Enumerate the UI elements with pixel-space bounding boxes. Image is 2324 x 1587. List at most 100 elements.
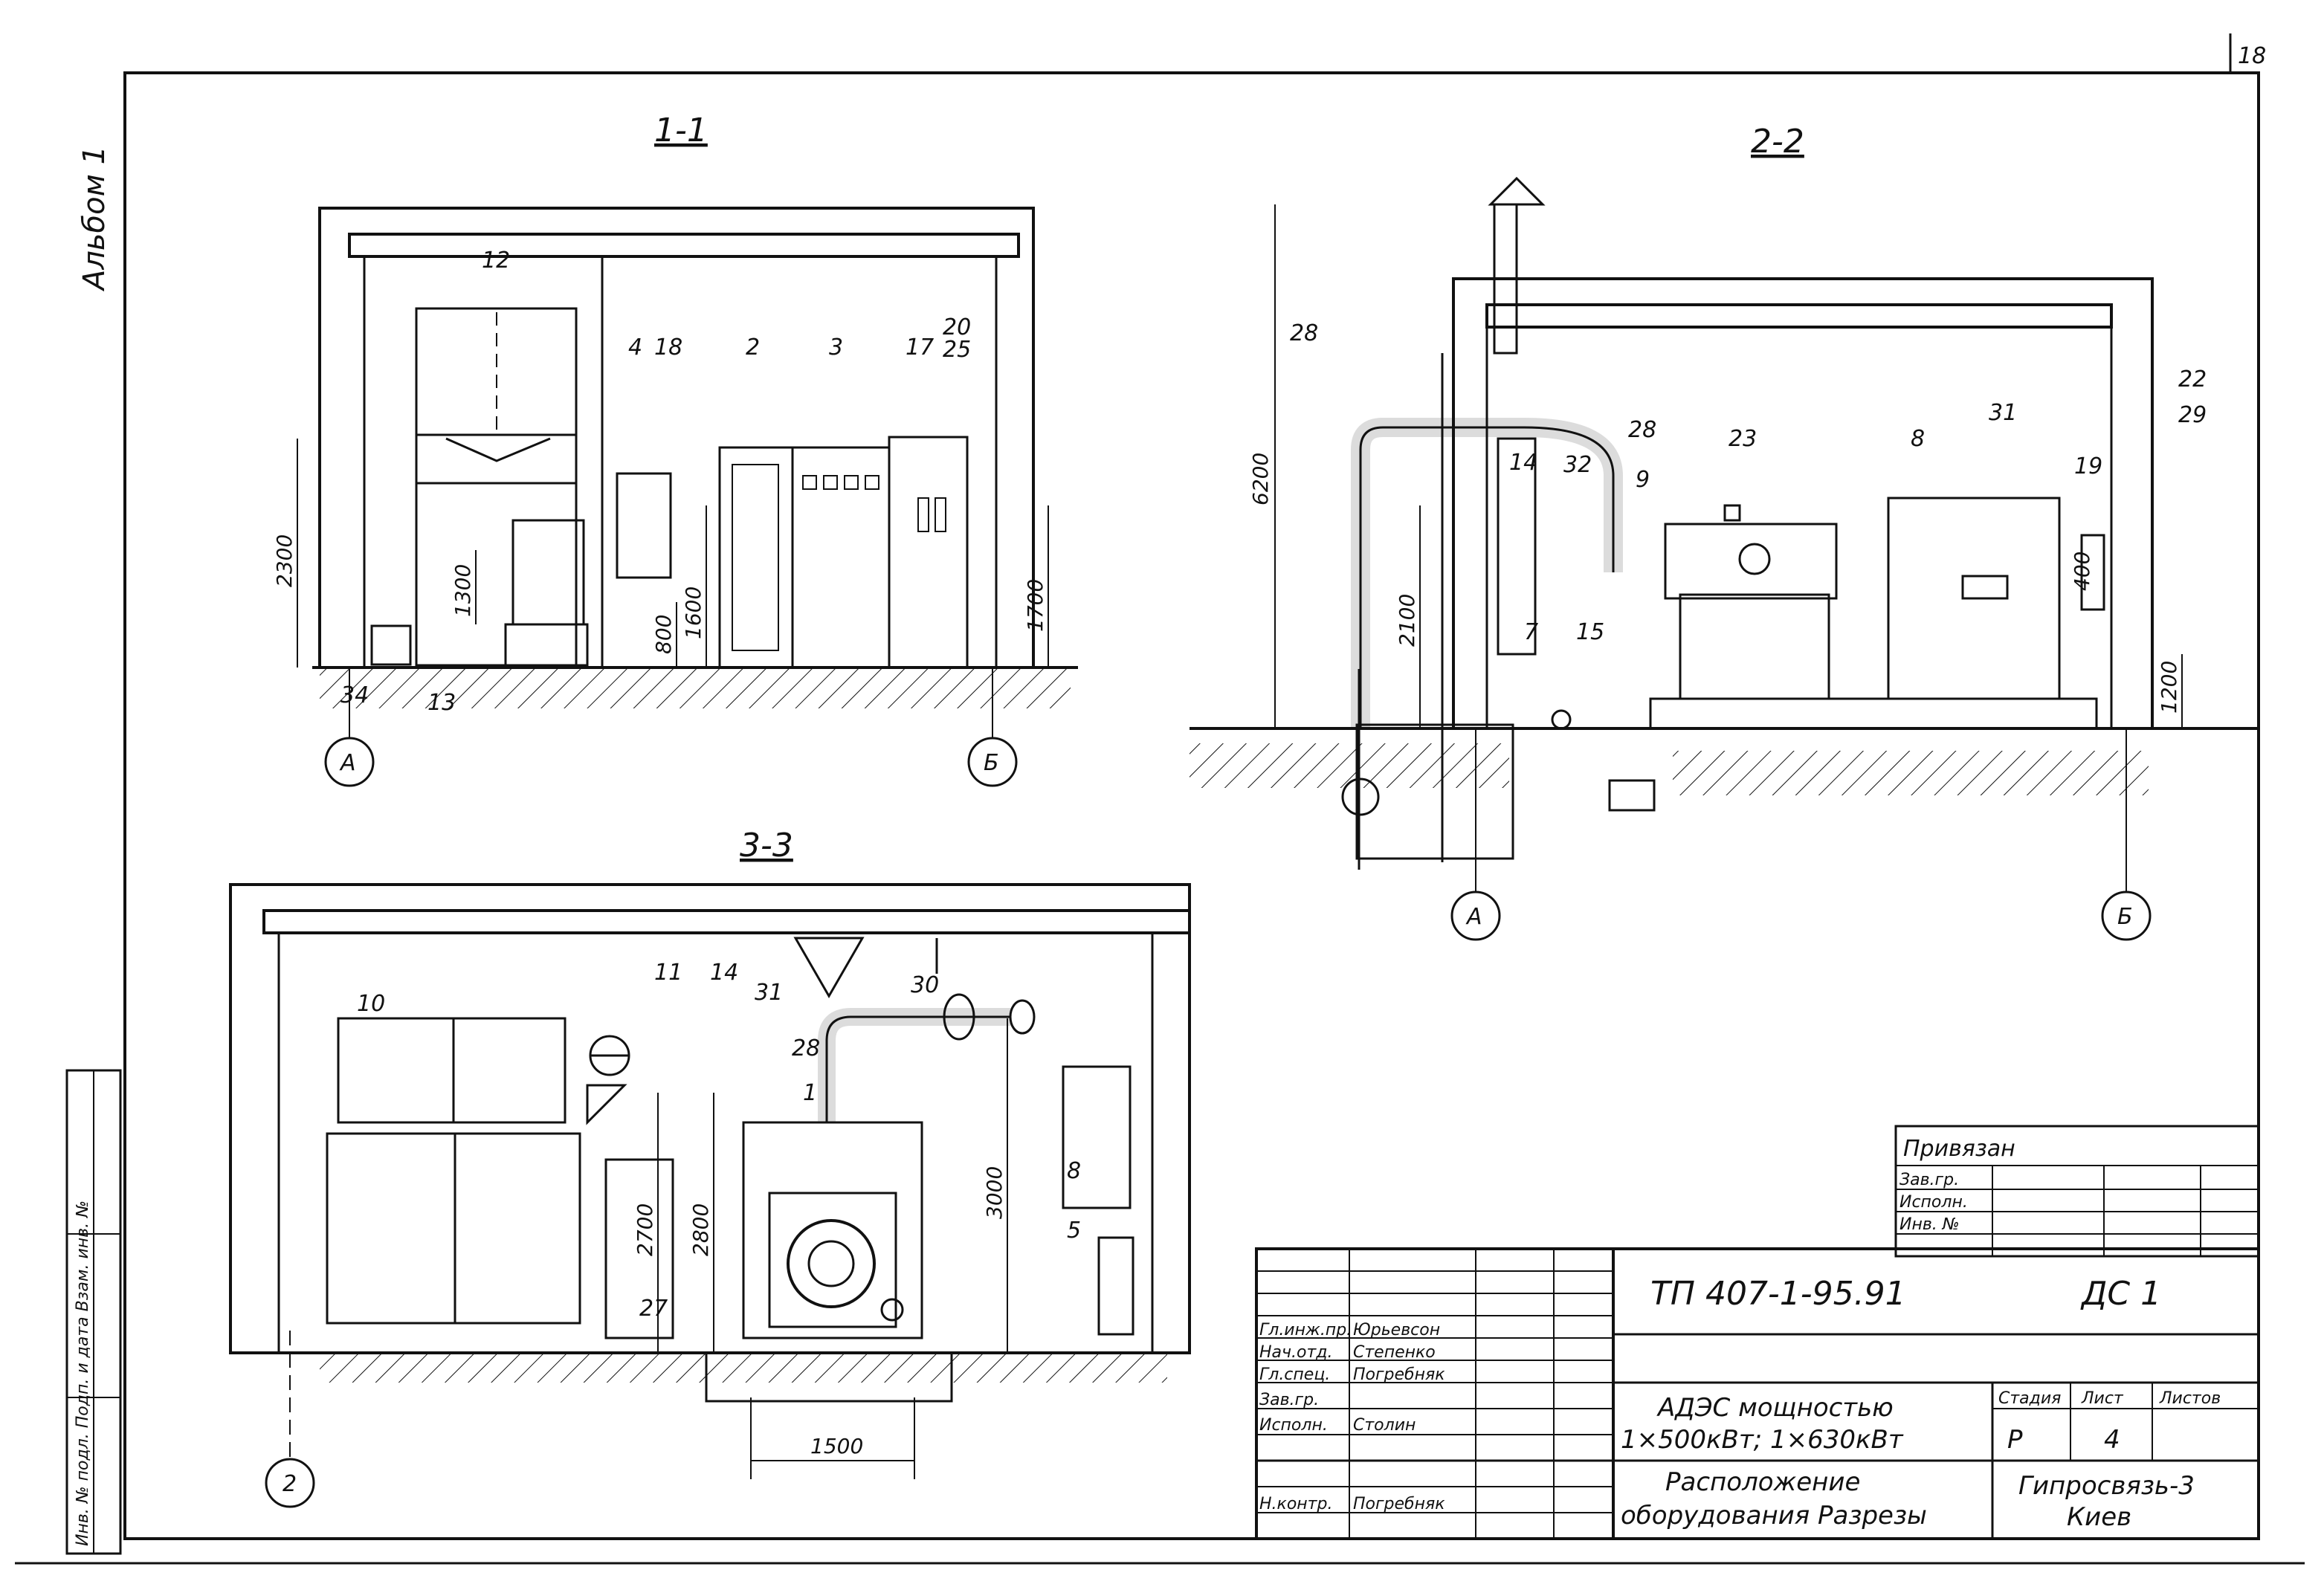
control-panel-3 <box>791 446 891 669</box>
sheet-frame <box>15 33 2305 1565</box>
control-panel-2 <box>718 446 794 669</box>
small-row-label: Исполн. <box>1899 1193 1968 1212</box>
dimension: 800 <box>651 615 676 654</box>
callout: 5 <box>1067 1218 1081 1244</box>
person-name: Погребняк <box>1353 1495 1445 1513</box>
document-mark: ДС 1 <box>2080 1275 2161 1313</box>
left-stamp: Инв. № подл. Подп. и дата Взам. инв. № <box>65 1069 122 1555</box>
dimension: 2100 <box>1395 594 1419 647</box>
callout: 8 <box>1911 426 1925 452</box>
header-stage: Стадия <box>1998 1389 2061 1408</box>
axis-b-1-1: Б <box>984 750 999 776</box>
person-name: Столин <box>1353 1416 1416 1435</box>
album-label: Альбом 1 <box>77 146 112 292</box>
role-label: Гл.спец. <box>1259 1365 1330 1384</box>
person-name: Юрьевсон <box>1353 1321 1440 1339</box>
organization-name: Гипросвязь-3 <box>2018 1471 2195 1501</box>
callout: 8 <box>1067 1158 1081 1184</box>
person-name: Погребняк <box>1353 1365 1445 1384</box>
callout: 14 <box>710 960 738 986</box>
callout: 10 <box>357 991 385 1017</box>
callout: 29 <box>2178 402 2207 428</box>
dimension: 1200 <box>2157 661 2181 714</box>
object-title-2: 1×500кВт; 1×630кВт <box>1621 1425 1904 1455</box>
person-name: Степенко <box>1353 1343 1436 1362</box>
callout: 18 <box>654 334 682 361</box>
dimension: 2700 <box>633 1203 657 1256</box>
callout: 4 <box>628 334 642 361</box>
section-2-2: 2-2 <box>1190 123 2260 941</box>
document-code: ТП 407-1-95.91 <box>1650 1275 1906 1313</box>
sheet-title-2: оборудования Разрезы <box>1621 1501 1927 1531</box>
role-label: Гл.инж.пр. <box>1259 1321 1352 1339</box>
callout: 20 <box>943 314 971 340</box>
header-sheets: Листов <box>2159 1389 2221 1408</box>
dimension: 3000 <box>982 1166 1007 1219</box>
dimension: 1600 <box>681 586 706 639</box>
left-stamp-text: Инв. № подл. Подп. и дата Взам. инв. № <box>74 1200 92 1546</box>
radiator-louver-10 <box>326 1017 581 1325</box>
axis-a-2-2: А <box>1465 904 1482 930</box>
object-title-1: АДЭС мощностью <box>1656 1393 1894 1423</box>
callout: 2 <box>746 334 760 361</box>
axis-b-2-2: Б <box>2117 904 2133 930</box>
callout: 15 <box>1576 619 1604 645</box>
role-label: Н.контр. <box>1259 1495 1332 1513</box>
privyazan-label: Привязан <box>1903 1136 2015 1162</box>
callout: 34 <box>340 682 369 708</box>
callout: 30 <box>911 972 939 998</box>
organization-city: Киев <box>2067 1502 2131 1532</box>
generator-set <box>1649 497 2098 730</box>
dimension: 6200 <box>1248 453 1273 505</box>
callout: 14 <box>1509 450 1537 476</box>
callout: 7 <box>1524 619 1538 645</box>
callout: 27 <box>639 1296 668 1322</box>
ventilation-unit-12 <box>415 307 578 667</box>
dimension: 400 <box>2070 552 2094 591</box>
callout: 13 <box>427 690 456 716</box>
callout: 25 <box>943 337 971 363</box>
callout: 1 <box>803 1080 817 1106</box>
section-1-1: 1-1 <box>272 111 1078 787</box>
role-label: Исполн. <box>1259 1416 1328 1435</box>
callout: 19 <box>2074 453 2102 479</box>
callout: 22 <box>2178 366 2207 392</box>
stage-value: Р <box>2007 1425 2023 1455</box>
dimension: 2300 <box>272 534 297 587</box>
box-18 <box>616 472 672 579</box>
callout: 32 <box>1563 452 1592 478</box>
sheet-title-1: Расположение <box>1665 1467 1860 1497</box>
small-row-label: Зав.гр. <box>1899 1171 1959 1189</box>
callout: 3 <box>829 334 843 361</box>
callout: 31 <box>1989 400 2017 426</box>
callout: 28 <box>1628 417 1656 443</box>
callout: 28 <box>792 1035 820 1061</box>
callout: 31 <box>755 980 783 1006</box>
section-3-3: 3-3 <box>229 827 1191 1508</box>
role-label: Зав.гр. <box>1259 1391 1319 1409</box>
callout: 17 <box>906 334 934 361</box>
title-block: Привязан Зав.гр. Исполн. Инв. № Гл.инж.п… <box>1255 1125 2260 1540</box>
callout: 12 <box>482 248 510 274</box>
small-row-label: Инв. № <box>1899 1215 1960 1234</box>
section-2-2-title: 2-2 <box>1751 123 1804 161</box>
dimension: 1700 <box>1023 579 1048 632</box>
role-label: Нач.отд. <box>1259 1343 1333 1362</box>
page-number: 18 <box>2238 43 2266 69</box>
axis-a-1-1: А <box>339 750 356 776</box>
callout: 11 <box>654 960 682 986</box>
dimension: 2800 <box>688 1203 713 1256</box>
dimension: 1300 <box>451 564 475 617</box>
axis-2-3-3: 2 <box>283 1471 297 1497</box>
dimension: 1500 <box>810 1434 863 1458</box>
control-panel-17 <box>888 436 969 669</box>
section-3-3-title: 3-3 <box>740 827 793 864</box>
section-1-1-title: 1-1 <box>654 111 708 149</box>
callout: 9 <box>1636 467 1650 493</box>
sheet-number: 4 <box>2104 1425 2120 1455</box>
header-sheet: Лист <box>2081 1389 2124 1408</box>
diesel-engine-1 <box>742 1121 923 1339</box>
callout: 28 <box>1290 320 1318 346</box>
callout: 23 <box>1729 426 1757 452</box>
